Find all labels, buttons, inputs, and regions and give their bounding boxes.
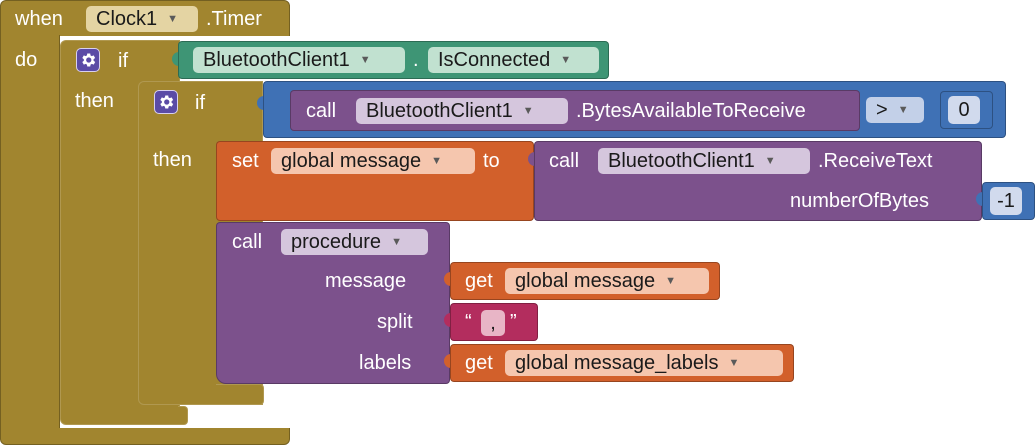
outer-if-keyword: if xyxy=(118,50,128,72)
triangle-down-icon: ▼ xyxy=(167,13,179,25)
triangle-down-icon: ▼ xyxy=(665,275,676,287)
triangle-down-icon: ▼ xyxy=(560,54,572,66)
to-keyword: to xyxy=(483,150,500,172)
event-name: .Timer xyxy=(206,8,262,30)
inner-then-keyword: then xyxy=(153,149,192,171)
receive-text-method: .ReceiveText xyxy=(818,150,933,172)
get-labels-variable-dropdown[interactable]: global message_labels ▼ xyxy=(505,350,783,376)
set-keyword: set xyxy=(232,150,259,172)
call-keyword-receive: call xyxy=(549,150,580,172)
property-dot: . xyxy=(413,49,419,71)
get-keyword-labels: get xyxy=(465,352,493,374)
triangle-down-icon: ▼ xyxy=(391,236,402,248)
if-block-outer-footer xyxy=(178,406,188,425)
clock-component-dropdown[interactable]: Clock1 ▼ xyxy=(86,6,198,32)
number-minus-one-field[interactable]: -1 xyxy=(990,187,1022,215)
gear-icon xyxy=(160,95,174,109)
keyword-when: when xyxy=(15,8,63,30)
get-keyword-message: get xyxy=(465,270,493,292)
get-message-variable-dropdown[interactable]: global message ▼ xyxy=(505,268,709,294)
receive-connector-tab xyxy=(528,152,535,166)
isconnected-property-dropdown[interactable]: IsConnected ▼ xyxy=(428,47,599,73)
procedure-name-dropdown[interactable]: procedure ▼ xyxy=(281,229,428,255)
split-arg-connector-tab xyxy=(444,313,451,327)
triangle-down-icon: ▼ xyxy=(431,155,442,167)
outer-then-keyword: then xyxy=(75,90,114,112)
number-zero-field[interactable]: 0 xyxy=(948,96,980,124)
procedure-name: procedure xyxy=(291,231,382,253)
triangle-down-icon: ▼ xyxy=(359,54,371,66)
set-variable-dropdown[interactable]: global message ▼ xyxy=(271,148,475,174)
text-string-field[interactable]: , xyxy=(481,310,505,336)
keyword-do: do xyxy=(15,49,38,71)
set-variable-name: global message xyxy=(281,150,422,172)
clock-component-name: Clock1 xyxy=(96,8,158,30)
bluetooth-component-name-1: BluetoothClient1 xyxy=(203,49,350,71)
arg-label-split: split xyxy=(377,311,413,333)
triangle-down-icon: ▼ xyxy=(728,357,740,369)
bluetooth-component-name-3: BluetoothClient1 xyxy=(608,150,755,172)
triangle-down-icon: ▼ xyxy=(764,155,776,167)
bluetooth-component-dropdown-3[interactable]: BluetoothClient1 ▼ xyxy=(598,148,810,174)
call-keyword-procedure: call xyxy=(232,231,263,253)
if-block-inner-footer xyxy=(216,384,264,405)
condition-connector-tab xyxy=(172,52,179,66)
triangle-down-icon: ▼ xyxy=(522,105,534,117)
message-arg-connector-tab xyxy=(444,272,451,286)
compare-operator-dropdown[interactable]: > ▼ xyxy=(866,97,924,123)
number-of-bytes-label: numberOfBytes xyxy=(790,190,929,212)
bytes-arg-connector-tab xyxy=(976,192,983,206)
arg-label-message: message xyxy=(325,270,407,292)
get-labels-variable-name: global message_labels xyxy=(515,352,719,374)
property-name: IsConnected xyxy=(438,49,551,71)
bytes-available-method: .BytesAvailableToReceive xyxy=(576,100,806,122)
bluetooth-component-dropdown-2[interactable]: BluetoothClient1 ▼ xyxy=(356,98,568,124)
open-quote: “ xyxy=(465,311,472,333)
outer-if-gear-icon[interactable] xyxy=(76,48,100,72)
triangle-down-icon: ▼ xyxy=(897,104,909,116)
labels-arg-connector-tab xyxy=(444,354,451,368)
arg-label-labels: labels xyxy=(359,352,412,374)
call-keyword-bytes: call xyxy=(306,100,337,122)
inner-if-gear-icon[interactable] xyxy=(154,90,178,114)
compare-operator: > xyxy=(876,99,888,121)
get-message-variable-name: global message xyxy=(515,270,656,292)
bluetooth-component-name-2: BluetoothClient1 xyxy=(366,100,513,122)
bluetooth-component-dropdown-1[interactable]: BluetoothClient1 ▼ xyxy=(193,47,405,73)
event-block-footer xyxy=(0,428,290,445)
close-quote: ” xyxy=(510,311,517,333)
gear-icon xyxy=(82,53,96,67)
inner-if-keyword: if xyxy=(195,92,205,114)
event-block-left-rail xyxy=(0,35,60,430)
compare-connector-tab xyxy=(257,96,264,110)
